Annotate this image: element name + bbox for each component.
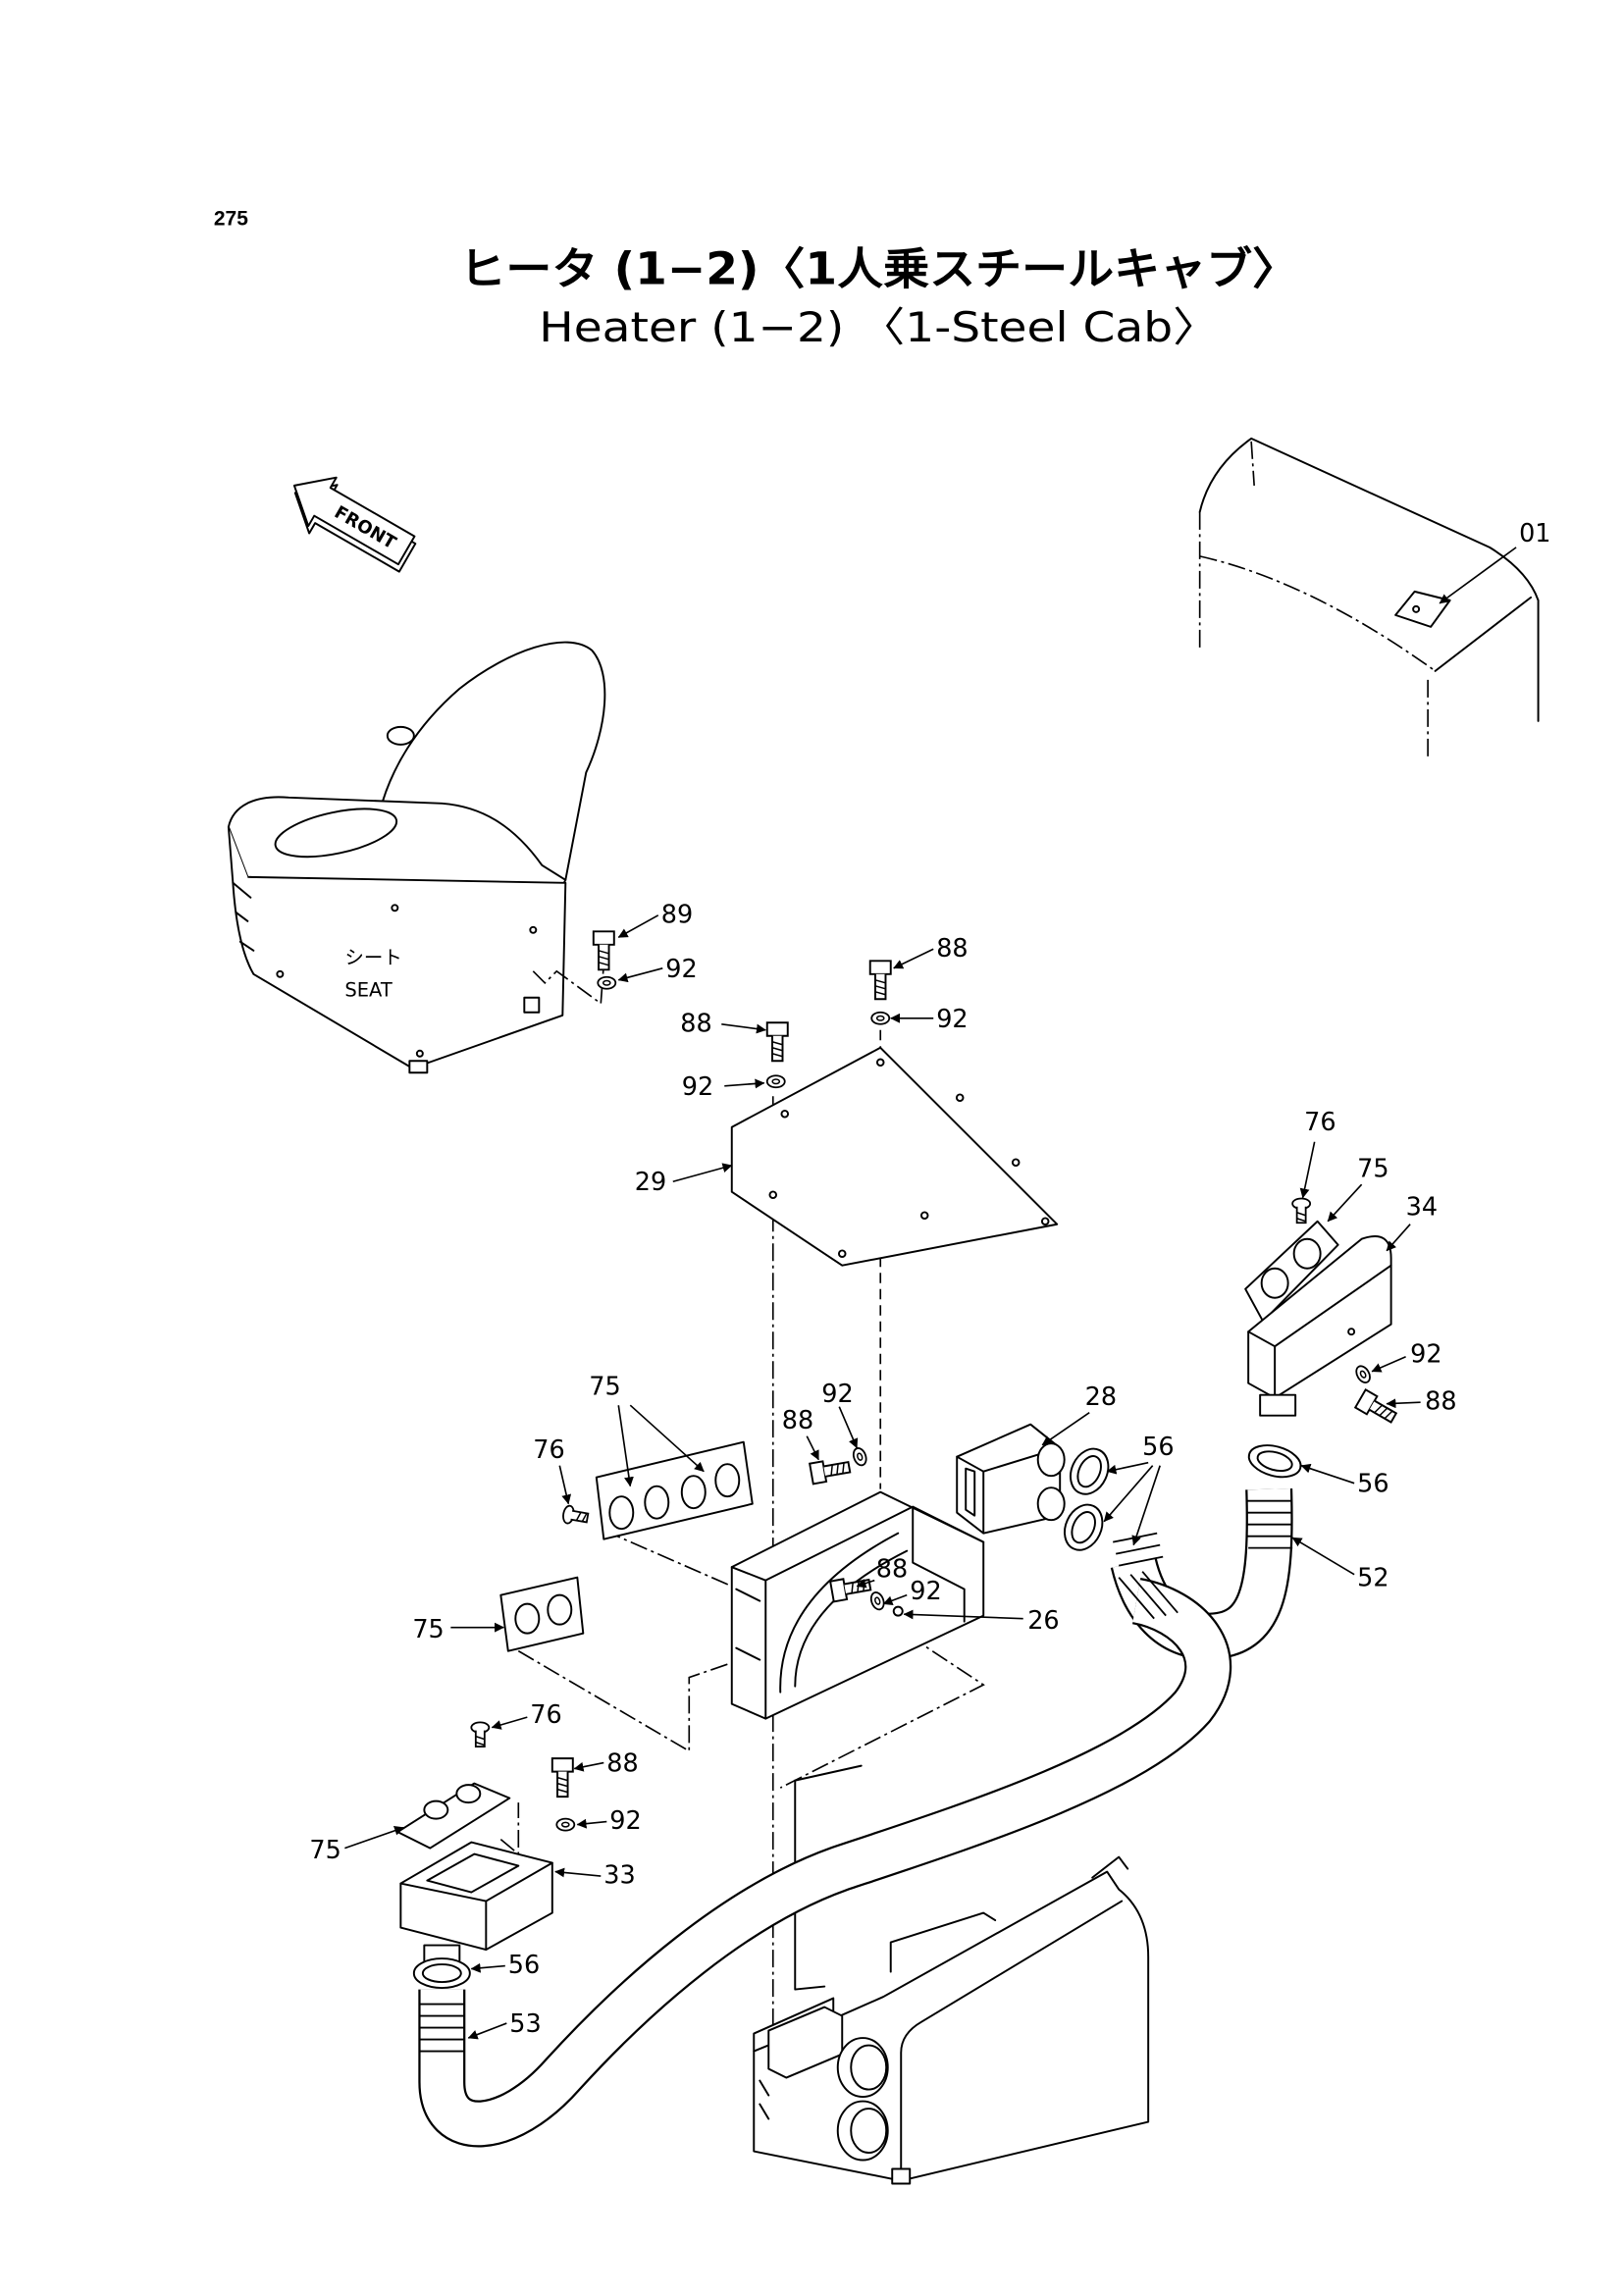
vent-panel-lower: [396, 1782, 511, 1850]
callout-52: 52: [1357, 1564, 1388, 1593]
callout-92: 92: [910, 1577, 941, 1606]
vent-panel-left: [499, 1576, 585, 1652]
callout-88: 88: [782, 1406, 813, 1435]
callout-76: 76: [1304, 1108, 1336, 1137]
callout-56: 56: [1357, 1470, 1388, 1499]
hose-clamp-28-lower: [1064, 1503, 1104, 1551]
heater-outlet-lower: [836, 2100, 889, 2162]
vent-panel-right: [1244, 1220, 1339, 1323]
label-plate: [1394, 590, 1451, 628]
callout-89: 89: [661, 900, 693, 929]
duct-33: [399, 1841, 553, 1964]
callout-75: 75: [412, 1615, 444, 1644]
vent-panel-center: [595, 1440, 754, 1540]
bracket: [730, 1490, 985, 1720]
callout-76: 76: [530, 1700, 561, 1730]
callout-75: 75: [1357, 1155, 1388, 1184]
callout-92: 92: [609, 1806, 641, 1836]
callout-88: 88: [606, 1749, 638, 1779]
heater-outlet-upper: [836, 2037, 889, 2099]
callout-88: 88: [876, 1555, 908, 1585]
callout-56: 56: [508, 1951, 540, 1980]
callout-29: 29: [635, 1168, 666, 1197]
callout-88: 88: [1425, 1387, 1456, 1417]
callout-33: 33: [603, 1861, 635, 1891]
hose-53: [418, 1571, 1232, 2148]
cab-corner: [1198, 437, 1540, 758]
heater-unit: [753, 1855, 1150, 2185]
bolt-89: [592, 930, 615, 971]
leader-lines: [344, 547, 1517, 2040]
hose-clamp-28-upper: [1070, 1447, 1110, 1495]
seat-label-ja: シート: [344, 946, 401, 968]
callout-75: 75: [589, 1373, 620, 1402]
operator-seat: シート SEAT: [227, 641, 606, 1074]
hose-clamp-33: [412, 1957, 471, 1990]
title-english: Heater (1−2) 〈1-Steel Cab〉: [539, 303, 1219, 351]
callout-53: 53: [509, 2009, 541, 2039]
duct-34: [1247, 1235, 1392, 1417]
title-japanese: ヒータ (1−2)〈1人乗スチールキャブ〉: [459, 242, 1298, 294]
washer-92-seat: [597, 975, 617, 990]
front-direction-arrow: FRONT: [292, 476, 417, 573]
callout-28: 28: [1085, 1382, 1117, 1412]
callout-76: 76: [533, 1435, 564, 1465]
callout-labels: 01 89 92 88 92 88 92 29 76 75 34 92 88 7…: [309, 519, 1550, 2039]
callout-92: 92: [682, 1072, 713, 1102]
callout-56: 56: [1142, 1433, 1174, 1462]
callout-88: 88: [680, 1009, 711, 1038]
callout-01: 01: [1519, 519, 1550, 548]
washer-92-duct-34: [1352, 1363, 1374, 1386]
callout-92: 92: [665, 955, 697, 984]
callout-92: 92: [821, 1380, 853, 1409]
hose-clamp-34: [1247, 1444, 1302, 1479]
bolt-88-duct-34: [1354, 1388, 1400, 1429]
callout-92: 92: [1410, 1340, 1441, 1370]
washer-92-plate-right: [870, 1011, 891, 1025]
screw-76-lower: [470, 1721, 491, 1748]
callout-88: 88: [936, 934, 968, 964]
bolt-88-lower: [550, 1757, 574, 1799]
bolt-88-bracket-top: [809, 1455, 853, 1486]
page-number: 275: [214, 207, 248, 230]
washer-92-lower: [555, 1817, 576, 1832]
callout-26: 26: [1027, 1606, 1059, 1636]
callout-92: 92: [936, 1005, 968, 1034]
washer-92-bracket-top: [850, 1445, 869, 1469]
seat-label-en: SEAT: [344, 978, 392, 1001]
cover-plate: [730, 1046, 1059, 1267]
bolt-88-plate-right: [868, 960, 892, 1001]
duct-28: [956, 1423, 1066, 1535]
callout-34: 34: [1406, 1193, 1438, 1223]
bolt-88-plate-left: [765, 1021, 789, 1063]
screw-76-right: [1291, 1197, 1312, 1225]
callout-75: 75: [309, 1836, 341, 1865]
screw-76-center: [560, 1503, 591, 1528]
washer-92-plate-left: [765, 1074, 786, 1089]
